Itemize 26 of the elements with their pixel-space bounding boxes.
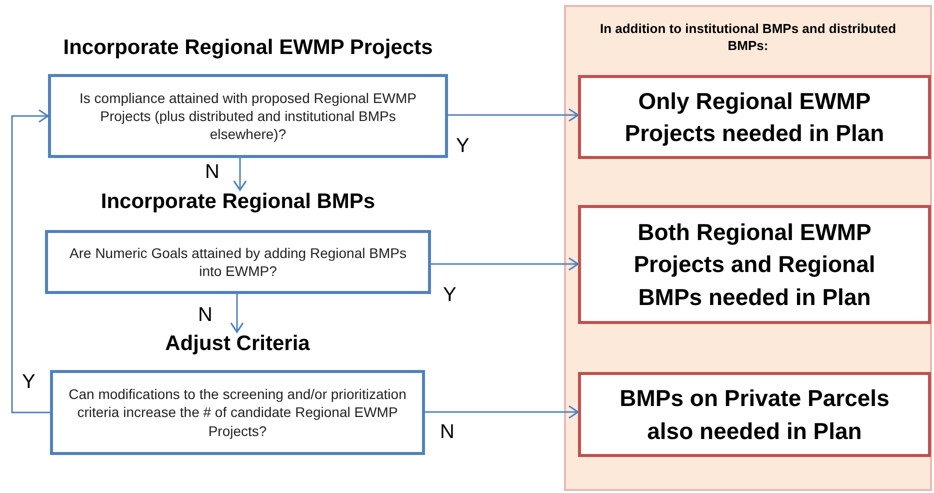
- panel-heading: In addition to institutional BMPs and distributed BMPs:: [598, 21, 898, 55]
- edge-label: N: [440, 422, 454, 442]
- step-heading: Adjust Criteria: [165, 332, 310, 357]
- arrow: [11, 109, 50, 414]
- question-text: Is compliance attained with proposed Regional EWMP Projects (plus distributed and institutional BMPs elsewhere)?: [78, 88, 418, 144]
- edge-label: Y: [456, 136, 470, 156]
- arrow: [230, 294, 244, 333]
- arrow: [431, 257, 579, 271]
- question-text: Can modifications to the screening and/or prioritization criteria increase the # of candidate Regional EWMP Projects?: [68, 385, 408, 440]
- decision-step: [45, 190, 431, 294]
- decision-step: [48, 36, 448, 158]
- edge-label: N: [198, 305, 212, 325]
- edge-label: Y: [22, 372, 36, 392]
- outcome-box: BMPs on Private Parcels also needed in Plan: [578, 372, 931, 457]
- decision-step: [50, 332, 425, 455]
- edge-label: Y: [443, 285, 456, 305]
- question-text: Are Numeric Goals attained by adding Regional BMPs into EWMP?: [68, 244, 408, 280]
- step-heading: Incorporate Regional EWMP Projects: [63, 36, 433, 61]
- outcome-panel: [564, 5, 932, 491]
- outcome-box: Both Regional EWMP Projects and Regional BMPs needed in Plan: [578, 205, 931, 324]
- arrow: [233, 158, 247, 191]
- step-heading: Incorporate Regional BMPs: [100, 190, 376, 215]
- outcome-box: Only Regional EWMP Projects needed in Plan: [578, 75, 931, 159]
- edge-label: N: [205, 162, 220, 182]
- arrow: [425, 405, 579, 419]
- arrow: [448, 108, 579, 122]
